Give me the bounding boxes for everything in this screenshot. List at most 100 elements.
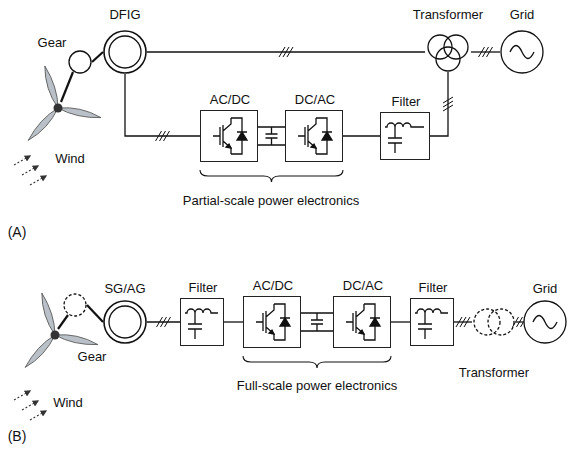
panel-letter: (A) [8,225,27,240]
wind-arrow [30,176,46,185]
blade [41,65,62,109]
wind-label: Wind [55,151,85,166]
hub [51,331,60,340]
filter-box: Filter [380,112,430,160]
wind-arrow [22,401,38,410]
igbt-symbol [298,118,327,154]
power-line [301,313,333,331]
shape-outline [103,30,147,74]
inductor-symbol [385,123,424,127]
phase-mark [156,131,170,141]
shape-outline [201,111,257,161]
node-label: AC/DC [210,92,250,107]
source-outline [501,31,543,73]
gear-outline [69,51,91,73]
capacitor-symbol [188,313,202,339]
node-label: DFIG [109,7,140,22]
transformer-symbol: Transformer [425,32,471,72]
brace [200,170,343,182]
blade [54,332,98,346]
converter-box: AC/DC [200,110,258,162]
capacitor-symbol [388,127,402,153]
wind-arrow [30,411,46,420]
source-outline [524,301,566,343]
grid-source: Grid [523,300,567,344]
inductor-symbol [185,309,218,313]
phase-mark [443,97,453,111]
transformer-symbol: Transformer [472,305,516,339]
node-label: Grid [533,281,558,296]
power-line [92,52,103,62]
panel-letter: (B) [8,429,27,444]
generator-circle: SG/AG [103,300,147,344]
shape-outline [286,111,342,161]
wind-arrow [22,166,38,175]
group-caption: Partial-scale power electronics [183,193,359,208]
shape-outline [63,293,87,317]
shape-outline [68,50,92,74]
phase-mark [279,47,293,57]
igbt-symbol [256,304,285,340]
shape-outline [500,30,544,74]
node-label: Transformer [459,365,529,380]
diode-symbol [322,132,332,140]
sine-wave [510,46,534,59]
shape-outline [334,297,390,347]
filter-box: Filter [410,298,454,346]
power-line [125,74,200,136]
blade [38,292,59,336]
winding-circle [436,47,460,71]
node-label: SG/AG [104,281,145,296]
converter-box: AC/DC [243,296,301,348]
node-label: DC/AC [343,278,383,293]
converter-box: DC/AC [285,110,343,162]
brace [243,356,391,368]
node-label: AC/DC [253,278,293,293]
node-label: Filter [392,94,421,109]
shape-outline [181,299,223,345]
node-label: Gear [38,35,67,50]
wind-label: Wind [53,395,83,410]
shaft [58,315,68,329]
winding-circle [474,309,500,335]
wind-arrows [14,391,46,420]
power-line [430,72,448,136]
power-line [391,321,410,322]
phase-mark [479,47,493,57]
filter-box: Filter [180,298,224,346]
gear-circle: Gear [63,293,87,317]
node-label: Transformer [413,7,483,22]
blade [57,105,101,119]
winding-circle [488,309,514,335]
power-line [87,305,103,322]
rotor-outline [109,306,141,338]
diode-symbol [280,318,290,326]
group-caption: Full-scale power electronics [237,378,397,393]
wind-arrow [14,156,30,165]
node-label: Gear [78,349,107,364]
diode-symbol [370,318,380,326]
power-line [224,321,243,322]
capacitor-symbol [418,313,432,339]
node-label: Filter [189,280,218,295]
diode-symbol [237,132,247,140]
grid-source: Grid [500,30,544,74]
phase-mark [456,317,470,327]
power-line [343,135,380,136]
gear-circle: Gear [68,50,92,74]
sine-wave [533,316,557,329]
converter-box: DC/AC [333,296,391,348]
node-label: Filter [419,280,448,295]
shape-outline [381,113,429,159]
rotor-outline [109,36,141,68]
shape-outline [411,299,453,345]
shaft [61,72,73,102]
stator-outline [104,31,146,73]
shape-outline [472,305,516,339]
shape-outline [103,300,147,344]
wind-arrow [14,391,30,400]
wind-turbine [27,65,102,143]
stator-outline [104,301,146,343]
phase-mark [157,317,171,327]
